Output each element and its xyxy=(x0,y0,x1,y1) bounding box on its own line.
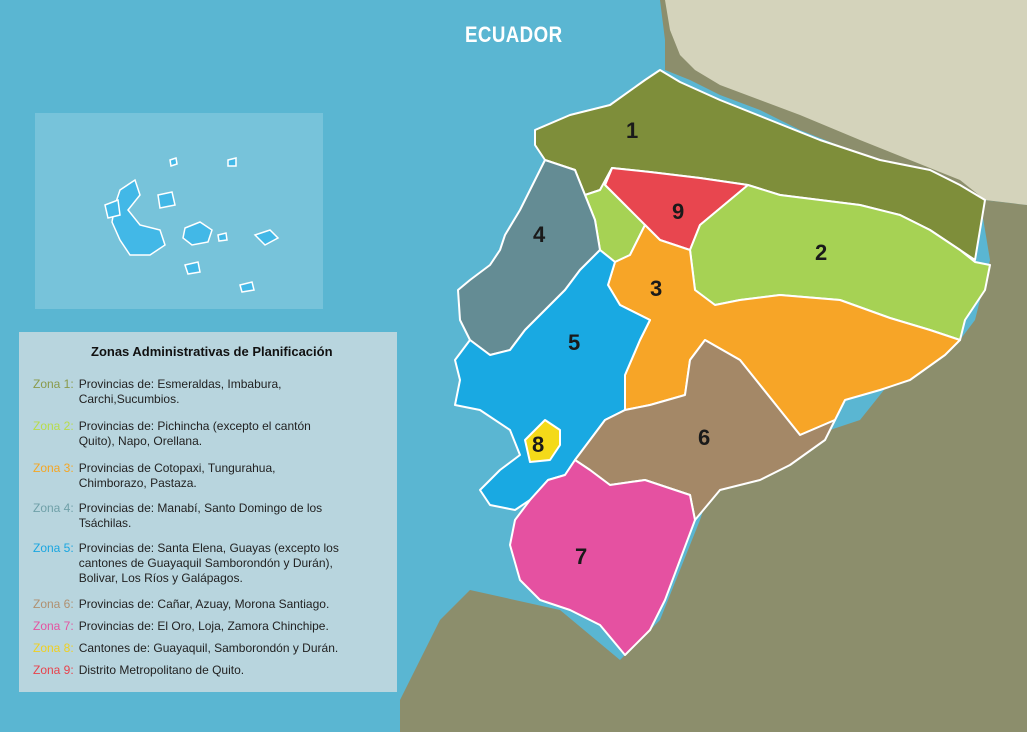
zones-legend: Zonas Administrativas de Planificación Z… xyxy=(19,332,397,692)
legend-zone-description: Provincias de: Esmeraldas, Imbabura,Carc… xyxy=(79,377,395,407)
legend-description-line: Provincias de Cotopaxi, Tungurahua, xyxy=(78,461,276,475)
legend-description-line: Provincias de: Manabí, Santo Domingo de … xyxy=(78,501,323,515)
galapagos-espanola-island xyxy=(239,281,255,293)
galapagos-inset xyxy=(35,113,323,309)
legend-zone-tag: Zona 7: xyxy=(33,619,74,633)
legend-zone-tag: Zona 2: xyxy=(33,419,74,433)
legend-description-line: Bolivar, Los Ríos y Galápagos. xyxy=(78,571,243,585)
legend-description-line: Carchi,Sucumbios. xyxy=(78,392,180,406)
legend-zone-description: Provincias de: Manabí, Santo Domingo de … xyxy=(79,501,395,531)
legend-zone-tag: Zona 3: xyxy=(33,461,74,475)
galapagos-san-cristobal-island xyxy=(253,229,280,246)
zone-8-number: 8 xyxy=(532,432,545,457)
zone-5-number: 5 xyxy=(568,330,581,355)
legend-zone-description: Provincias de: Cañar, Azuay, Morona Sant… xyxy=(79,597,395,612)
legend-zone-description: Provincias de: Pichincha (excepto el can… xyxy=(79,419,395,449)
zone-4-number: 4 xyxy=(533,222,546,247)
galapagos-isabela-island xyxy=(111,178,166,256)
legend-zone-tag: Zona 4: xyxy=(33,501,74,515)
land-peru xyxy=(400,200,1027,732)
legend-item-zone-5: Zona 5: Provincias de: Santa Elena, Guaya… xyxy=(33,541,395,586)
legend-title: Zonas Administrativas de Planificación xyxy=(91,344,333,359)
legend-zone-tag: Zona 9: xyxy=(33,663,74,677)
zone-7-region xyxy=(509,459,696,656)
zone-5-region xyxy=(454,249,651,511)
legend-description-line: Tsáchilas. xyxy=(78,516,132,530)
legend-item-zone-8: Zona 8: Cantones de: Guayaquil, Samborond… xyxy=(33,641,395,656)
map-title: ECUADOR xyxy=(465,22,563,47)
legend-zone-tag: Zona 8: xyxy=(33,641,74,655)
legend-zone-tag: Zona 6: xyxy=(33,597,74,611)
legend-description-line: Provincias de: El Oro, Loja, Zamora Chin… xyxy=(78,619,329,633)
legend-zone-description: Provincias de Cotopaxi, Tungurahua,Chimb… xyxy=(79,461,395,491)
galapagos-small-island-2 xyxy=(227,157,237,167)
zone-2-number: 2 xyxy=(815,240,828,265)
legend-item-zone-2: Zona 2: Provincias de: Pichincha (excepto… xyxy=(33,419,395,449)
legend-description-line: Provincias de: Esmeraldas, Imbabura, xyxy=(78,377,282,391)
legend-item-zone-3: Zona 3: Provincias de Cotopaxi, Tungurahu… xyxy=(33,461,395,491)
galapagos-small-island-3 xyxy=(217,232,228,242)
galapagos-santa-cruz-island xyxy=(182,221,213,246)
legend-item-zone-4: Zona 4: Provincias de: Manabí, Santo Domi… xyxy=(33,501,395,531)
legend-description-line: Chimborazo, Pastaza. xyxy=(78,476,197,490)
galapagos-santiago-island xyxy=(157,191,176,209)
legend-item-zone-9: Zona 9: Distrito Metropolitano de Quito. xyxy=(33,663,395,678)
legend-description-line: Provincias de: Cañar, Azuay, Morona Sant… xyxy=(78,597,330,611)
galapagos-fernandina-island xyxy=(104,198,121,219)
zone-1-number: 1 xyxy=(626,118,639,143)
galapagos-floreana-island xyxy=(184,261,201,275)
legend-description-line: Distrito Metropolitano de Quito. xyxy=(78,663,245,677)
legend-item-zone-7: Zona 7: Provincias de: El Oro, Loja, Zamo… xyxy=(33,619,395,634)
legend-zone-description: Cantones de: Guayaquil, Samborondón y Du… xyxy=(79,641,395,656)
legend-zone-tag: Zona 1: xyxy=(33,377,74,391)
legend-description-line: Provincias de: Pichincha (excepto el can… xyxy=(78,419,311,433)
zone-6-number: 6 xyxy=(698,425,711,450)
legend-description-line: Provincias de: Santa Elena, Guayas (exce… xyxy=(78,541,339,555)
legend-zone-tag: Zona 5: xyxy=(33,541,74,555)
legend-zone-description: Provincias de: Santa Elena, Guayas (exce… xyxy=(79,541,395,586)
galapagos-small-island-1 xyxy=(169,157,178,167)
legend-description-line: Quito), Napo, Orellana. xyxy=(78,434,203,448)
legend-zone-description: Distrito Metropolitano de Quito. xyxy=(79,663,395,678)
legend-item-zone-1: Zona 1: Provincias de: Esmeraldas, Imbabu… xyxy=(33,377,395,407)
zone-3-number: 3 xyxy=(650,276,663,301)
legend-item-zone-6: Zona 6: Provincias de: Cañar, Azuay, Moro… xyxy=(33,597,395,612)
land-colombia-light xyxy=(665,0,1027,205)
legend-description-line: cantones de Guayaquil Samborondón y Durá… xyxy=(78,556,333,570)
zone-8-region xyxy=(524,419,561,463)
zone-7-number: 7 xyxy=(575,544,588,569)
legend-description-line: Cantones de: Guayaquil, Samborondón y Du… xyxy=(78,641,339,655)
galapagos-islands xyxy=(104,157,280,293)
zone-9-number: 9 xyxy=(672,199,685,224)
legend-zone-description: Provincias de: El Oro, Loja, Zamora Chin… xyxy=(79,619,395,634)
